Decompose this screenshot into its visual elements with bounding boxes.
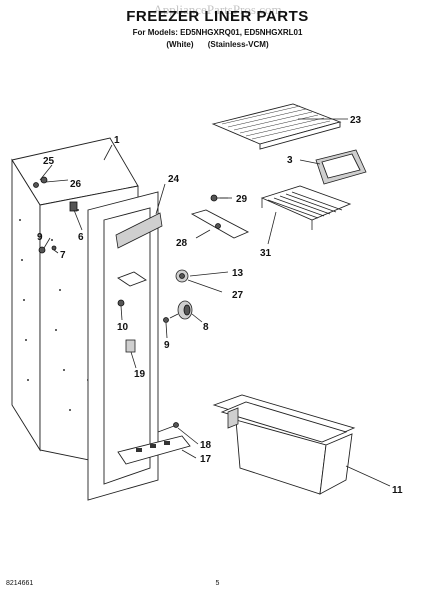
part-23-shelf — [211, 103, 342, 150]
callout-31: 31 — [260, 248, 272, 259]
leader-lines — [39, 118, 391, 487]
callout-27: 27 — [232, 290, 244, 301]
callout-6: 6 — [78, 232, 84, 243]
callout-25: 25 — [43, 156, 55, 167]
part-9-screw — [163, 317, 169, 323]
callout-11: 11 — [392, 485, 403, 496]
panel-opening — [117, 271, 147, 287]
part-24-strip — [115, 212, 163, 249]
part-18-screw — [157, 422, 179, 433]
callout-10: 10 — [117, 322, 129, 333]
callout-9-upper: 9 — [37, 232, 43, 243]
callout-24: 24 — [168, 174, 180, 185]
part-28-hole — [215, 223, 221, 229]
models-line: For Models: ED5NHGXRQ01, ED5NHGXRL01 — [132, 28, 303, 37]
freezer-liner — [11, 137, 159, 501]
callout-3: 3 — [287, 155, 293, 166]
callout-13: 13 — [232, 268, 244, 279]
liner-hardware — [33, 176, 78, 254]
callout-29: 29 — [236, 194, 248, 205]
callout-9-lower: 9 — [164, 340, 170, 351]
part-3-inner — [321, 153, 361, 179]
page-title: FREEZER LINER PARTS — [126, 8, 309, 25]
callout-7: 7 — [60, 250, 66, 261]
variant-white: (White) — [166, 40, 194, 49]
callout-28: 28 — [176, 238, 188, 249]
page-number: 5 — [215, 580, 220, 587]
variants-line: (White) (Stainless-VCM) — [0, 40, 435, 49]
callout-17: 17 — [200, 454, 212, 465]
part-10-fastener — [117, 299, 125, 307]
callout-26: 26 — [70, 179, 82, 190]
part-19-clip — [125, 339, 136, 353]
callout-18: 18 — [200, 440, 212, 451]
variant-stainless: (Stainless-VCM) — [207, 40, 269, 49]
callout-19: 19 — [134, 369, 146, 380]
callout-1: 1 — [114, 135, 120, 146]
part-17-rail — [117, 435, 191, 465]
part-27-fitting — [175, 269, 189, 283]
part-11-bin — [212, 394, 356, 495]
callout-8: 8 — [203, 322, 209, 333]
part-8-knob — [169, 300, 193, 320]
document-number: 8214661 — [6, 580, 34, 587]
callout-23: 23 — [350, 115, 362, 126]
part-31-wire-shelf — [260, 185, 352, 230]
watermark: AppliancePartsPros.com — [153, 2, 282, 17]
